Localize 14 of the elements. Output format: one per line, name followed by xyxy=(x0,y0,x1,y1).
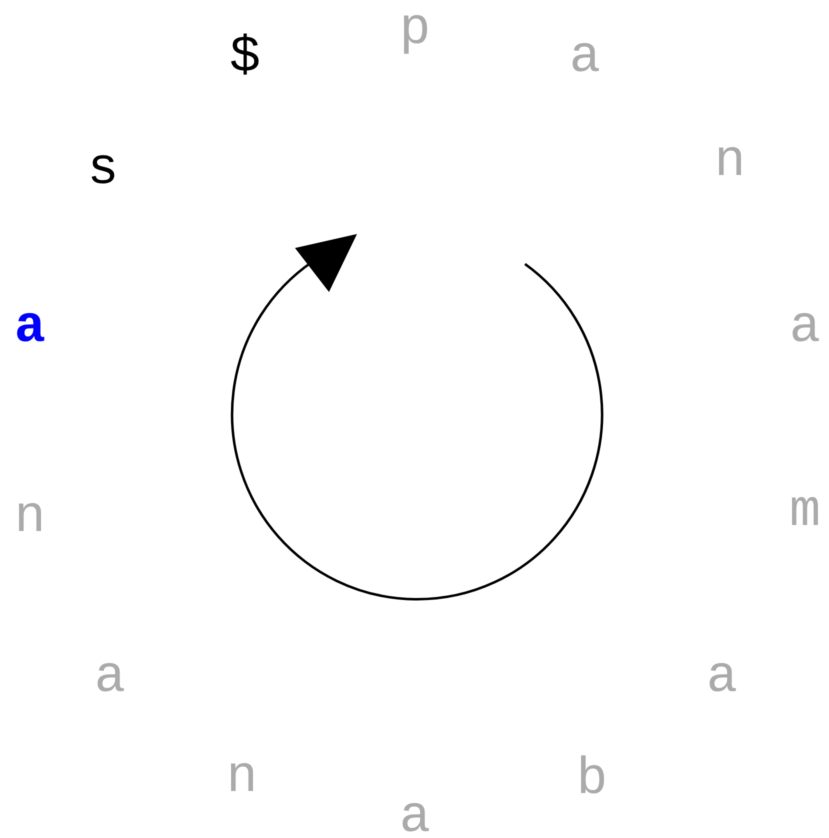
letter-label: n xyxy=(226,752,258,804)
letter-label: b xyxy=(576,754,608,806)
letter-label: a xyxy=(706,652,738,704)
letter-label: s xyxy=(87,144,119,196)
letter-label: n xyxy=(14,492,46,544)
letter-label: m xyxy=(789,486,821,538)
letter-label: a xyxy=(14,302,46,354)
letter-label: n xyxy=(714,136,746,188)
letter-label: a xyxy=(789,302,821,354)
letter-label: a xyxy=(94,652,126,704)
letter-label: a xyxy=(569,32,601,84)
letter-label: $ xyxy=(229,32,261,84)
letter-label: p xyxy=(399,4,431,56)
letter-label: a xyxy=(399,792,431,838)
